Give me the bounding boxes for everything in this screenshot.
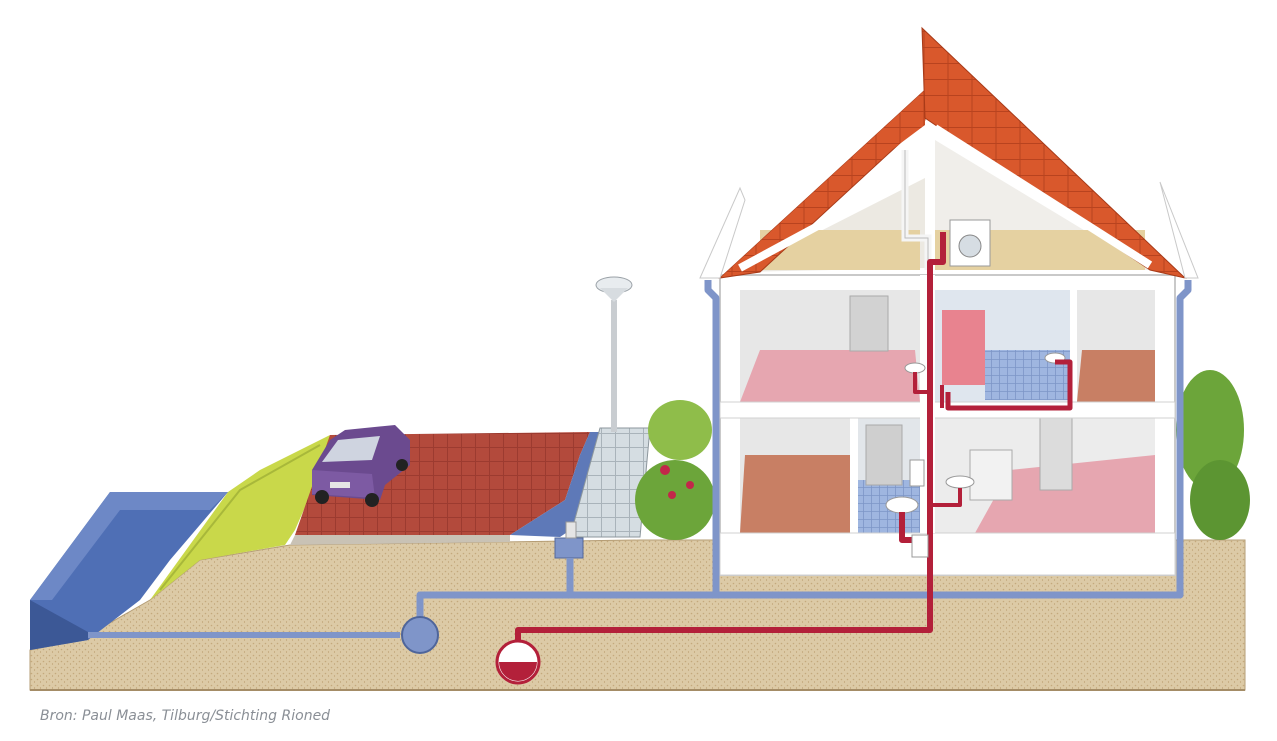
first-floor [740, 290, 1155, 402]
wastewater-system [515, 232, 1073, 652]
image-credit: Bron: Paul Maas, Tilburg/Stichting Rione… [40, 708, 331, 724]
stormwater-system [88, 280, 1192, 638]
car [312, 425, 410, 507]
toilet [885, 459, 925, 514]
ground-floor [740, 417, 1155, 533]
ground-cross-section [29, 539, 1246, 691]
street-gully [554, 521, 584, 559]
street-lamp [595, 276, 633, 432]
waste-connection [911, 534, 929, 558]
stormwater-main-pipe [401, 616, 439, 654]
roof [699, 26, 1199, 279]
washing-machine [949, 219, 991, 267]
canal-water [30, 492, 228, 650]
grass-embankment [150, 435, 330, 600]
house-cutaway [699, 26, 1199, 576]
bushes [635, 370, 1250, 540]
